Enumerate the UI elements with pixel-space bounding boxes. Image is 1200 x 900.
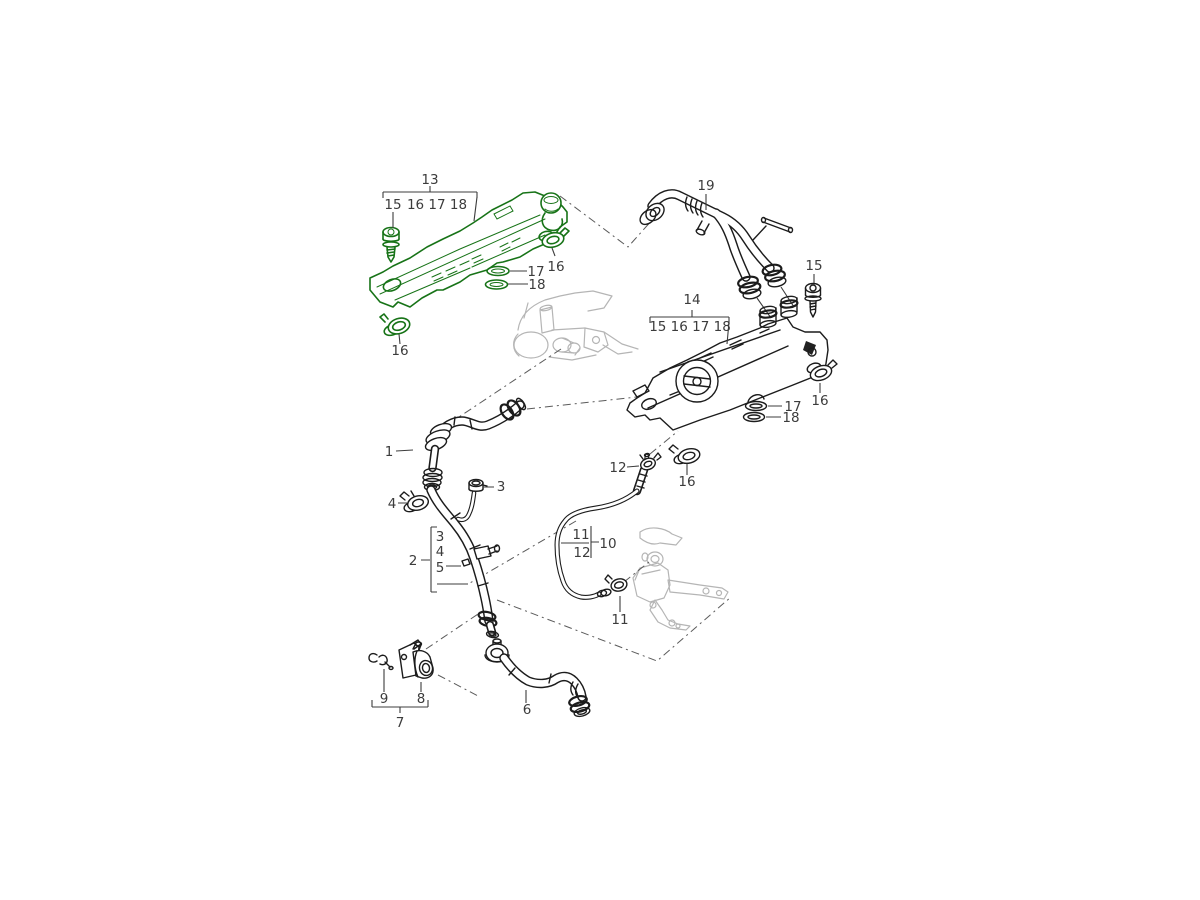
bracket-2: [421, 526, 468, 593]
callout-17-mid[interactable]: 17: [784, 399, 801, 415]
breather-hose-1: [422, 397, 527, 492]
seal-18-left: [484, 279, 509, 290]
callout-18-mid[interactable]: 18: [782, 410, 799, 426]
callout-16-upper-right[interactable]: 16: [547, 259, 564, 275]
callout-16-mid-right[interactable]: 16: [811, 393, 828, 409]
cover-14-stub-a: [758, 305, 778, 329]
callout-10-sub-12[interactable]: 12: [573, 545, 590, 561]
callout-13-sub-15[interactable]: 15: [384, 197, 401, 213]
oil-filler-boss: [675, 359, 719, 403]
callout-9[interactable]: 9: [380, 691, 389, 707]
callout-16-mid-bottom[interactable]: 16: [678, 474, 695, 490]
callout-4[interactable]: 4: [388, 496, 397, 512]
callout-numbers: 13 15 16 17 18 16 17 18 16 19 15 14 15 1…: [380, 172, 829, 731]
callout-10[interactable]: 10: [599, 536, 616, 552]
ghost-engine-mount-bracket: [632, 527, 729, 631]
oil-filler-cap: [540, 192, 564, 232]
seal-17-right: [744, 400, 768, 412]
callout-1[interactable]: 1: [385, 444, 394, 460]
callout-2-sub-5[interactable]: 5: [436, 560, 445, 576]
hose-19-ferrule: [639, 202, 665, 226]
elbow-connector: [484, 638, 510, 663]
hose-1-bellows: [424, 422, 453, 452]
callout-12[interactable]: 12: [609, 460, 626, 476]
cam-cover-13-highlighted: [369, 191, 568, 308]
vent-pipe-10: [554, 452, 651, 600]
vent-hose-6: [499, 653, 591, 718]
bracket-14: [649, 310, 730, 345]
marker-5: [461, 558, 471, 567]
clamp-16-left-lower: [379, 313, 411, 337]
callout-15-right[interactable]: 15: [805, 258, 822, 274]
clip-9: [368, 652, 394, 671]
callout-13[interactable]: 13: [421, 172, 438, 188]
cap-3-breather-tube: [455, 490, 477, 523]
callout-2-sub-4[interactable]: 4: [436, 544, 445, 560]
vent-valve-8: [398, 639, 434, 679]
clamp-16-left-upper: [538, 227, 570, 249]
callout-14[interactable]: 14: [683, 292, 700, 308]
assembly-reference-lines: [425, 195, 732, 698]
hose-19-branch-end-rings: [737, 263, 787, 300]
hose-19-nipple: [695, 220, 710, 236]
callout-brackets-and-leaders: [371, 186, 821, 713]
bracket-7: [371, 700, 429, 713]
callout-14-sub[interactable]: 15 16 17 18: [649, 319, 731, 335]
callout-2-sub-3[interactable]: 3: [436, 529, 445, 545]
bracket-10: [561, 526, 599, 558]
hose-6-end-rings: [568, 694, 591, 718]
ghost-engine-front-view: [513, 290, 639, 361]
clamp-4: [399, 490, 430, 513]
callout-17-upper[interactable]: 17: [527, 264, 544, 280]
callout-2[interactable]: 2: [409, 553, 418, 569]
cover-14-stub-b: [779, 295, 799, 319]
vent-hose-2: [426, 485, 501, 639]
callout-18-upper[interactable]: 18: [528, 277, 545, 293]
callout-19[interactable]: 19: [697, 178, 714, 194]
bolt-15-left: [382, 226, 400, 263]
leader-lines: [383, 194, 821, 703]
bracket-13: [382, 186, 478, 222]
hose-1-end-clamp: [499, 399, 522, 421]
clamp-16-mid-bottom: [668, 444, 701, 465]
seal-18-right: [742, 411, 766, 423]
callout-11[interactable]: 11: [611, 612, 628, 628]
clamp-12: [639, 452, 662, 471]
cover-14-screw: [803, 341, 817, 357]
callout-13-sub-16-17-18[interactable]: 16 17 18: [407, 197, 467, 213]
clamp-11: [604, 574, 628, 592]
callout-3[interactable]: 3: [497, 479, 506, 495]
callout-8[interactable]: 8: [417, 691, 426, 707]
cap-3: [468, 478, 488, 492]
callout-16-upper-left[interactable]: 16: [391, 343, 408, 359]
t-handle-bracket: [752, 216, 794, 241]
y-breather-hose-19: [639, 189, 795, 319]
callout-10-sub-11[interactable]: 11: [572, 527, 589, 543]
seal-17-left: [486, 265, 510, 277]
callout-6[interactable]: 6: [523, 702, 532, 718]
fitting-on-hose-2: [473, 544, 501, 560]
bolt-15-right: [804, 282, 822, 318]
cam-cover-14: [626, 295, 829, 431]
callout-7[interactable]: 7: [396, 715, 405, 731]
clamp-16-mid-right: [806, 359, 838, 382]
